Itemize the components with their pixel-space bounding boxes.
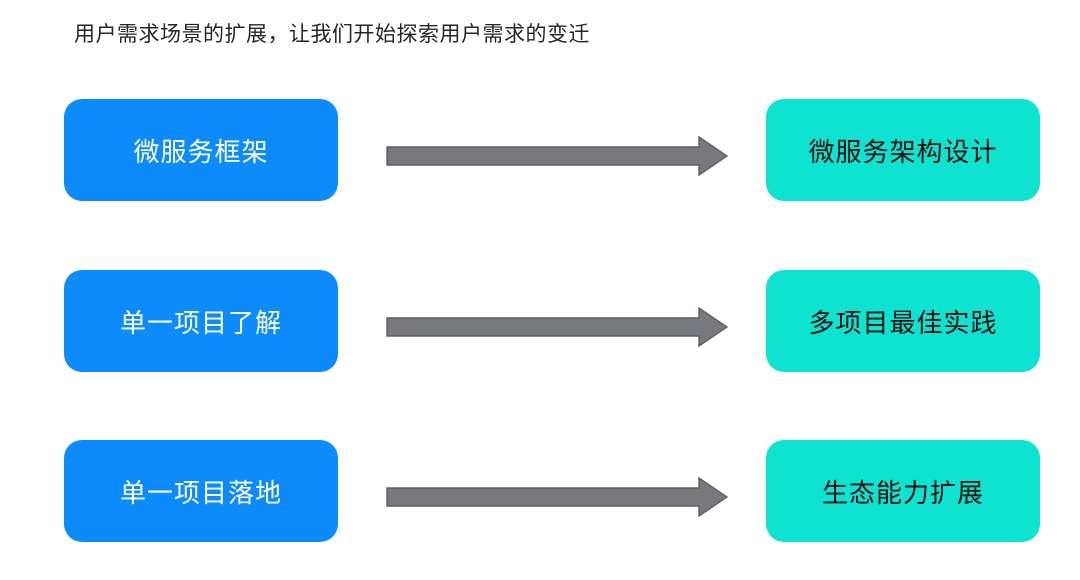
right-arrow-icon [386,307,728,347]
target-box[interactable]: 生态能力扩展 [766,440,1040,542]
target-box[interactable]: 微服务架构设计 [766,99,1040,201]
transition-row: 微服务框架 微服务架构设计 [0,99,1080,201]
right-arrow-icon [386,477,728,517]
transition-row: 单一项目了解 多项目最佳实践 [0,270,1080,372]
page-title: 用户需求场景的扩展，让我们开始探索用户需求的变迁 [74,23,590,46]
right-arrow-icon [386,136,728,176]
source-box[interactable]: 单一项目了解 [64,270,338,372]
source-box[interactable]: 单一项目落地 [64,440,338,542]
target-box[interactable]: 多项目最佳实践 [766,270,1040,372]
source-box[interactable]: 微服务框架 [64,99,338,201]
transition-row: 单一项目落地 生态能力扩展 [0,440,1080,542]
